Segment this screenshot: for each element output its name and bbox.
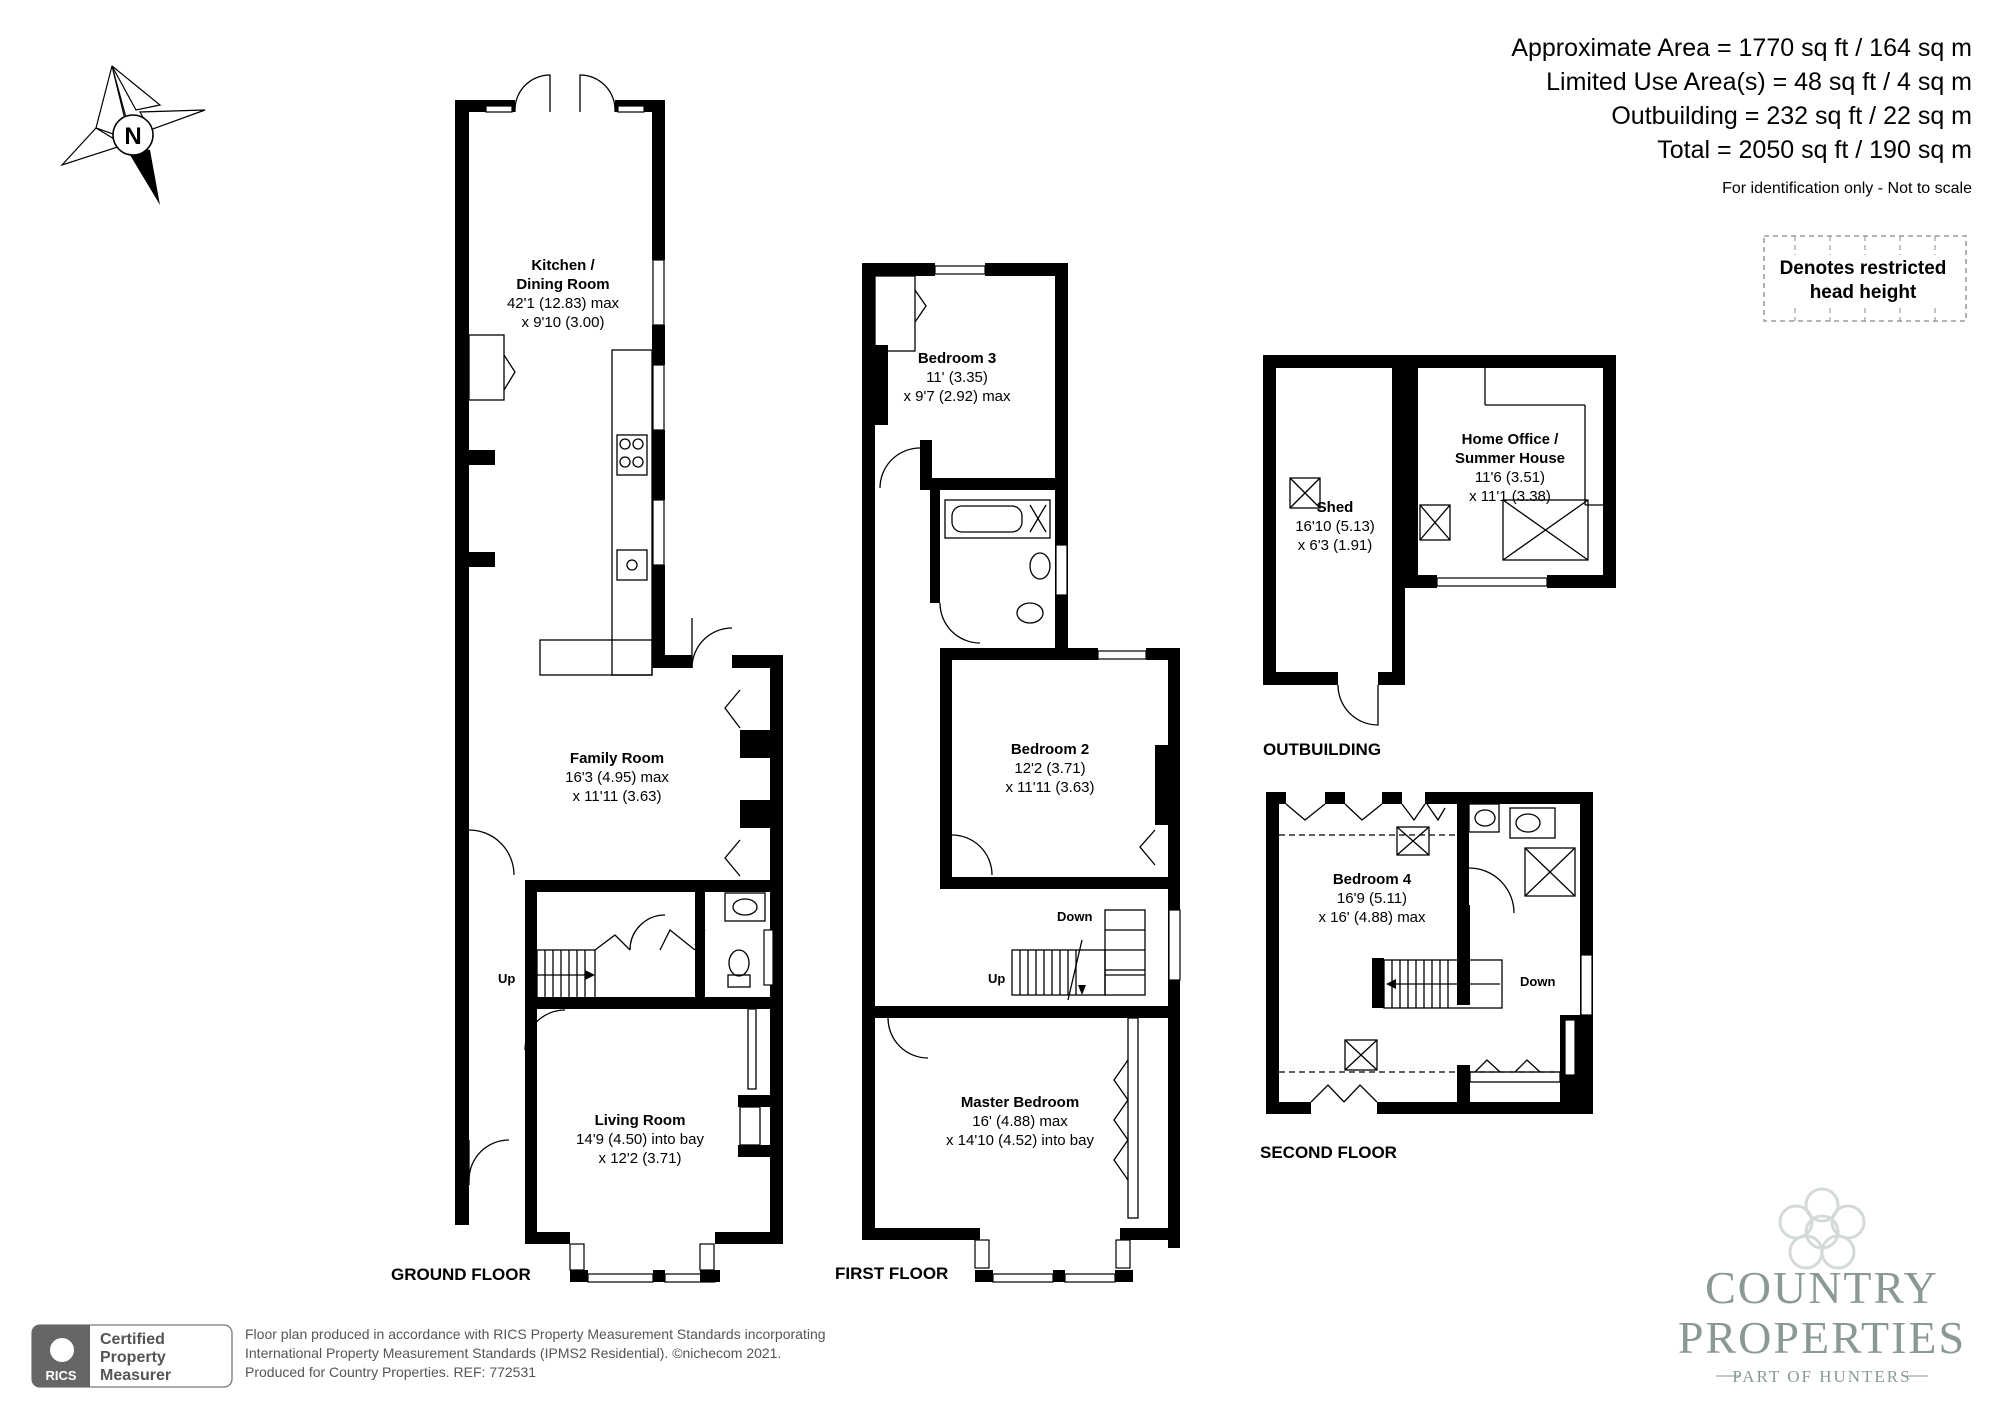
first-stair-up: Up	[988, 971, 1005, 986]
flower-emblem-icon	[1778, 1187, 1866, 1270]
area-note: For identification only - Not to scale	[1722, 180, 1972, 197]
office-title-1: Home Office /	[1462, 431, 1560, 448]
first-floor-label: FIRST FLOOR	[835, 1264, 948, 1283]
compass-icon: N	[60, 65, 206, 205]
legend-restricted-height: Denotes restricted head height	[1763, 235, 1967, 322]
office-dim-1: 11'6 (3.51)	[1475, 469, 1545, 486]
area-limited: Limited Use Area(s) = 48 sq ft / 4 sq m	[1546, 68, 1972, 96]
kitchen-title-2: Dining Room	[516, 276, 609, 293]
living-dim-2: x 12'2 (3.71)	[599, 1150, 682, 1167]
master-title: Master Bedroom	[961, 1094, 1079, 1111]
bedroom4-dim-2: x 16' (4.88) max	[1318, 909, 1426, 926]
family-title: Family Room	[570, 750, 664, 767]
country-properties-logo: COUNTRY PROPERTIES PART OF HUNTERS	[1678, 1187, 1966, 1386]
area-approx: Approximate Area = 1770 sq ft / 164 sq m	[1511, 34, 1972, 62]
kitchen-dim-2: x 9'10 (3.00)	[522, 314, 605, 331]
family-dim-2: x 11'11 (3.63)	[572, 788, 661, 805]
legend-line2: head height	[1810, 282, 1917, 303]
bedroom3-dim-2: x 9'7 (2.92) max	[903, 388, 1011, 405]
second-floor-plan: Down Bedroom 4 16'9 (5.11) x 16' (4.88) …	[1260, 792, 1593, 1162]
bedroom4-title: Bedroom 4	[1333, 871, 1412, 888]
rics-badge-line3: Measurer	[100, 1367, 171, 1384]
shed-dim-1: 16'10 (5.13)	[1295, 518, 1375, 535]
first-stair-down: Down	[1057, 909, 1092, 924]
rics-text-2: International Property Measurement Stand…	[245, 1345, 781, 1361]
kitchen-dim-1: 42'1 (12.83) max	[507, 295, 620, 312]
compass-label: N	[124, 123, 141, 150]
rics-badge-line2: Property	[100, 1349, 166, 1366]
legend-line1: Denotes restricted	[1780, 258, 1947, 279]
first-floor-plan: Down Up Bedroom 3 11' (3.35) x 9'7 (2.92…	[835, 263, 1181, 1283]
bedroom3-title: Bedroom 3	[918, 350, 996, 367]
second-floor-label: SECOND FLOOR	[1260, 1143, 1397, 1162]
ground-floor-label: GROUND FLOOR	[391, 1265, 531, 1284]
ground-stair-up: Up	[498, 971, 515, 986]
office-dim-2: x 11'1 (3.38)	[1469, 488, 1551, 505]
brand-line2: PROPERTIES	[1678, 1312, 1966, 1363]
living-title: Living Room	[595, 1112, 686, 1129]
ground-floor-plan: Up Kitchen / Dining Room 42'1 (12.83) ma…	[391, 74, 783, 1284]
shed-title: Shed	[1317, 499, 1354, 516]
bedroom2-dim-2: x 11'11 (3.63)	[1005, 779, 1094, 796]
second-stair-down: Down	[1520, 974, 1555, 989]
outbuilding-plan: Shed 16'10 (5.13) x 6'3 (1.91) Home Offi…	[1263, 355, 1616, 759]
area-total: Total = 2050 sq ft / 190 sq m	[1657, 136, 1972, 164]
brand-line1: COUNTRY	[1705, 1262, 1939, 1313]
kitchen-title-1: Kitchen /	[531, 257, 595, 274]
brand-line3: PART OF HUNTERS	[1732, 1367, 1911, 1386]
area-outbuilding: Outbuilding = 232 sq ft / 22 sq m	[1611, 102, 1972, 130]
bedroom3-dim-1: 11' (3.35)	[926, 369, 988, 386]
family-dim-1: 16'3 (4.95) max	[565, 769, 669, 786]
master-dim-1: 16' (4.88) max	[972, 1113, 1068, 1130]
area-summary: Approximate Area = 1770 sq ft / 164 sq m…	[1511, 34, 1972, 197]
rics-badge-line1: Certified	[100, 1331, 165, 1348]
bedroom2-title: Bedroom 2	[1011, 741, 1089, 758]
rics-badge: RICS Certified Property Measurer	[31, 1324, 233, 1388]
bedroom4-dim-1: 16'9 (5.11)	[1337, 890, 1407, 907]
rics-text-3: Produced for Country Properties. REF: 77…	[245, 1364, 536, 1380]
shed-dim-2: x 6'3 (1.91)	[1298, 537, 1373, 554]
living-dim-1: 14'9 (4.50) into bay	[576, 1131, 704, 1148]
bedroom2-dim-1: 12'2 (3.71)	[1014, 760, 1085, 777]
rics-emblem-icon	[50, 1338, 74, 1362]
outbuilding-label: OUTBUILDING	[1263, 740, 1381, 759]
rics-logo-text: RICS	[45, 1368, 76, 1383]
master-dim-2: x 14'10 (4.52) into bay	[946, 1132, 1094, 1149]
office-title-2: Summer House	[1455, 450, 1565, 467]
rics-text-1: Floor plan produced in accordance with R…	[245, 1326, 826, 1342]
